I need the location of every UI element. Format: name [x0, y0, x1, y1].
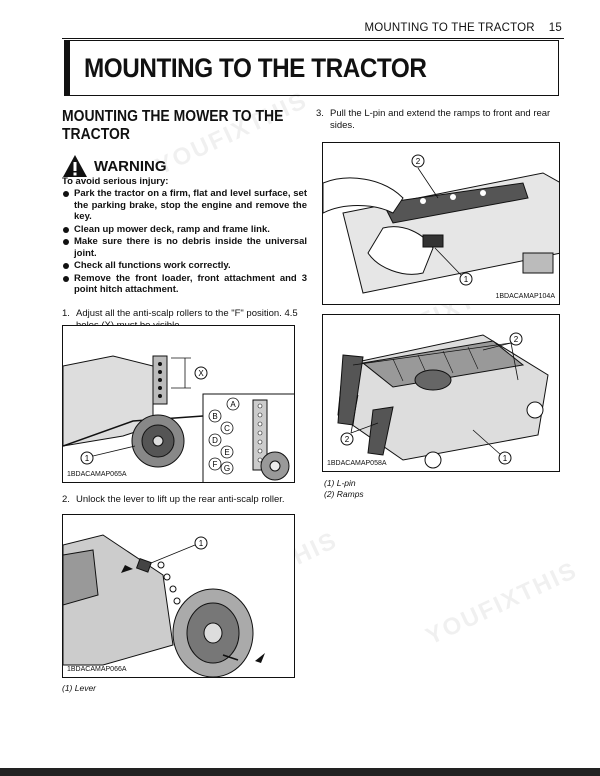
- callout-2b: 2: [345, 435, 350, 444]
- callout-f: F: [213, 460, 218, 469]
- step-text: Pull the L-pin and extend the ramps to f…: [330, 108, 551, 131]
- callout-b: B: [212, 412, 217, 421]
- figure-roller-positions: X 1 A B C D E F G: [62, 325, 295, 483]
- running-header: MOUNTING TO THE TRACTOR 15: [364, 22, 562, 34]
- callout-a: A: [230, 400, 236, 409]
- warning-item: Remove the front loader, front attachmen…: [62, 273, 307, 296]
- watermark: YOUFIXTHIS: [421, 556, 582, 651]
- l-pin-diagram: 2 1: [323, 154, 559, 294]
- page-number: 15: [548, 22, 562, 34]
- step-number: 1.: [62, 307, 70, 319]
- callout-x: X: [198, 369, 204, 378]
- figure-caption: (1) Lever: [62, 683, 97, 693]
- figure-lever: 1 1BDACAMAP066A: [62, 514, 295, 678]
- step-2: 2. Unlock the lever to lift up the rear …: [62, 494, 302, 506]
- running-header-title: MOUNTING TO THE TRACTOR: [364, 22, 535, 34]
- caption-line: (2) Ramps: [324, 489, 364, 499]
- warning-label: WARNING: [94, 157, 167, 175]
- section-title: MOUNTING THE MOWER TO THE TRACTOR: [62, 108, 284, 143]
- figure-code: 1BDACAMAP065A: [67, 471, 127, 478]
- warning-heading: WARNING: [62, 154, 307, 178]
- figure-ramps: 2 2 1 1BDACAMAP058A: [322, 314, 560, 472]
- callout-2: 2: [416, 157, 421, 166]
- caption-line: (1) L-pin: [324, 478, 356, 488]
- page-title: MOUNTING TO THE TRACTOR: [84, 52, 427, 83]
- figure-code: 1BDACAMAP104A: [495, 293, 555, 300]
- callout-1: 1: [199, 539, 204, 548]
- warning-item: Park the tractor on a firm, flat and lev…: [62, 188, 307, 223]
- callout-e: E: [224, 448, 229, 457]
- warning-triangle-icon: [63, 155, 87, 177]
- warning-item: Make sure there is no debris inside the …: [62, 236, 307, 259]
- callout-d: D: [212, 436, 218, 445]
- callout-1: 1: [464, 275, 469, 284]
- left-column: MOUNTING THE MOWER TO THE TRACTOR WARNIN…: [62, 108, 307, 332]
- figure-code: 1BDACAMAP058A: [327, 460, 387, 467]
- step-text: Unlock the lever to lift up the rear ant…: [76, 494, 285, 505]
- step-number: 3.: [316, 108, 324, 119]
- step-3: 3. Pull the L-pin and extend the ramps t…: [316, 108, 562, 132]
- callout-2: 2: [514, 335, 519, 344]
- ramps-diagram: 2 2 1: [337, 332, 549, 469]
- page-title-box: MOUNTING TO THE TRACTOR: [64, 40, 559, 96]
- warning-item: Clean up mower deck, ramp and frame link…: [62, 224, 307, 236]
- callout-1: 1: [85, 454, 90, 463]
- page-bottom-edge: [0, 768, 600, 776]
- step-number: 2.: [62, 494, 70, 505]
- warning-intro: To avoid serious injury:: [62, 176, 169, 187]
- figure-code: 1BDACAMAP066A: [67, 666, 127, 673]
- header-rule: [62, 38, 564, 39]
- callout-1: 1: [503, 454, 508, 463]
- callout-g: G: [224, 464, 230, 473]
- roller-diagram: X 1 A B C D E F G: [63, 326, 294, 482]
- warning-item: Check all functions work correctly.: [62, 260, 307, 272]
- figure-l-pin: 2 1 1BDACAMAP104A: [322, 142, 560, 305]
- warning-list: Park the tractor on a firm, flat and lev…: [62, 188, 307, 296]
- callout-c: C: [224, 424, 230, 433]
- figure-caption: (1) L-pin (2) Ramps: [324, 478, 364, 500]
- lever-diagram: 1: [63, 534, 265, 677]
